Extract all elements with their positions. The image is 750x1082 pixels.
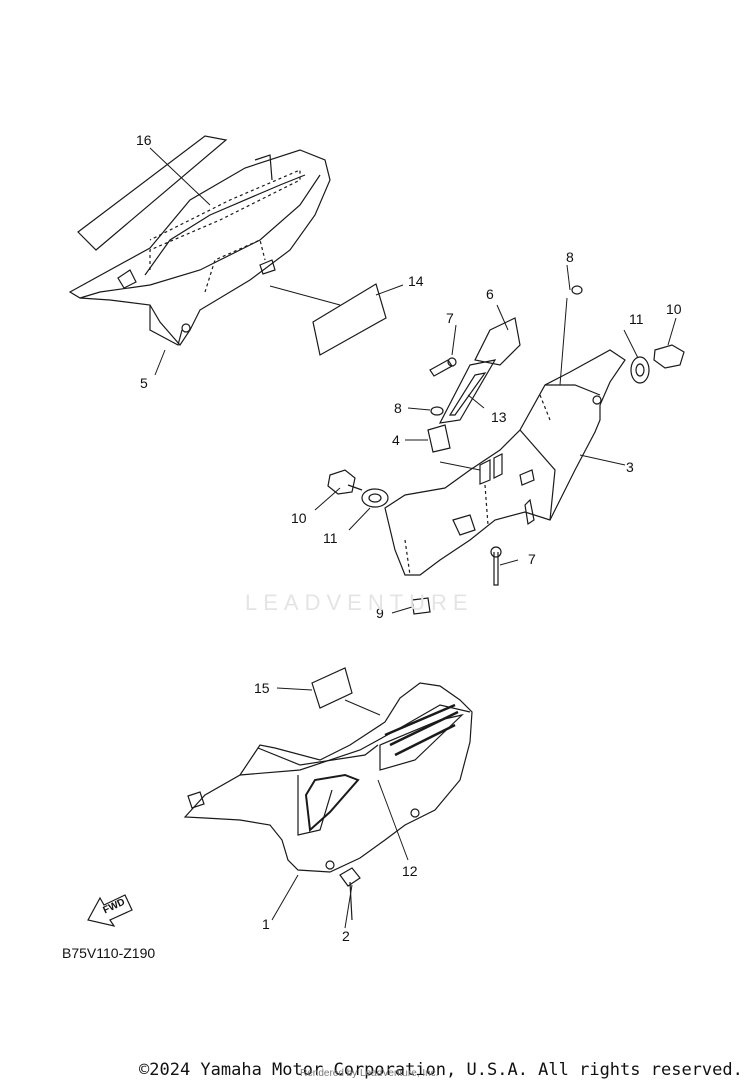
part-7-rivet-upper — [429, 357, 457, 377]
callout-10-right: 10 — [666, 301, 682, 317]
part-2-screw — [339, 867, 361, 921]
part-10-bolt-right — [653, 344, 685, 369]
callout-7-lower: 7 — [528, 551, 536, 567]
copyright-notice: ©2024 Yamaha Motor Corporation, U.S.A. A… — [139, 1060, 743, 1080]
part-3-upper-side-cover — [68, 149, 331, 346]
callout-15: 16 — [136, 132, 152, 148]
diagram-code: B75V110-Z190 — [62, 945, 156, 961]
callout-7-upper: 7 — [446, 310, 454, 326]
part-10-bolt-left — [327, 469, 363, 495]
callout-14: 12 — [402, 863, 418, 879]
part-12-strap — [438, 359, 497, 424]
callout-9: 9 — [376, 605, 384, 621]
callout-10-left: 10 — [291, 510, 307, 526]
callout-1: 1 — [262, 916, 270, 932]
part-11-grommet-left — [361, 488, 389, 508]
part-6-holder — [474, 317, 521, 366]
callout-13: 14 — [408, 273, 424, 289]
part-1-lower-side-cover — [183, 682, 473, 873]
part-15-decal — [77, 135, 228, 251]
callout-6: 6 — [486, 286, 494, 302]
callout-4: 3 — [626, 459, 634, 475]
watermark: LEADVENTURE — [245, 590, 474, 615]
part-7-rivet-lower — [490, 546, 502, 586]
callout-5: 4 — [392, 432, 400, 448]
callout-8-lower: 8 — [394, 400, 402, 416]
part-5-clip — [427, 424, 451, 453]
callout-11-right: 11 — [629, 311, 644, 327]
part-8-washer-lower — [430, 406, 444, 416]
part-8-washer-upper — [571, 285, 583, 295]
callout-16: 15 — [254, 680, 270, 696]
callout-12: 13 — [491, 409, 507, 425]
forward-arrow-icon — [87, 894, 133, 927]
part-4-side-bracket — [384, 349, 626, 576]
part-11-grommet-right — [630, 356, 650, 384]
leader-lines — [149, 147, 677, 929]
callout-11-left: 11 — [323, 530, 338, 546]
rendered-by-notice: Rendered by LeadVenture, Inc. — [300, 1068, 439, 1079]
callout-3: 5 — [140, 375, 148, 391]
callout-2: 2 — [342, 928, 350, 944]
part-13-label — [312, 283, 387, 356]
part-9-nut — [411, 597, 431, 615]
callout-8-upper: 8 — [566, 249, 574, 265]
part-16-sticker — [311, 667, 353, 709]
